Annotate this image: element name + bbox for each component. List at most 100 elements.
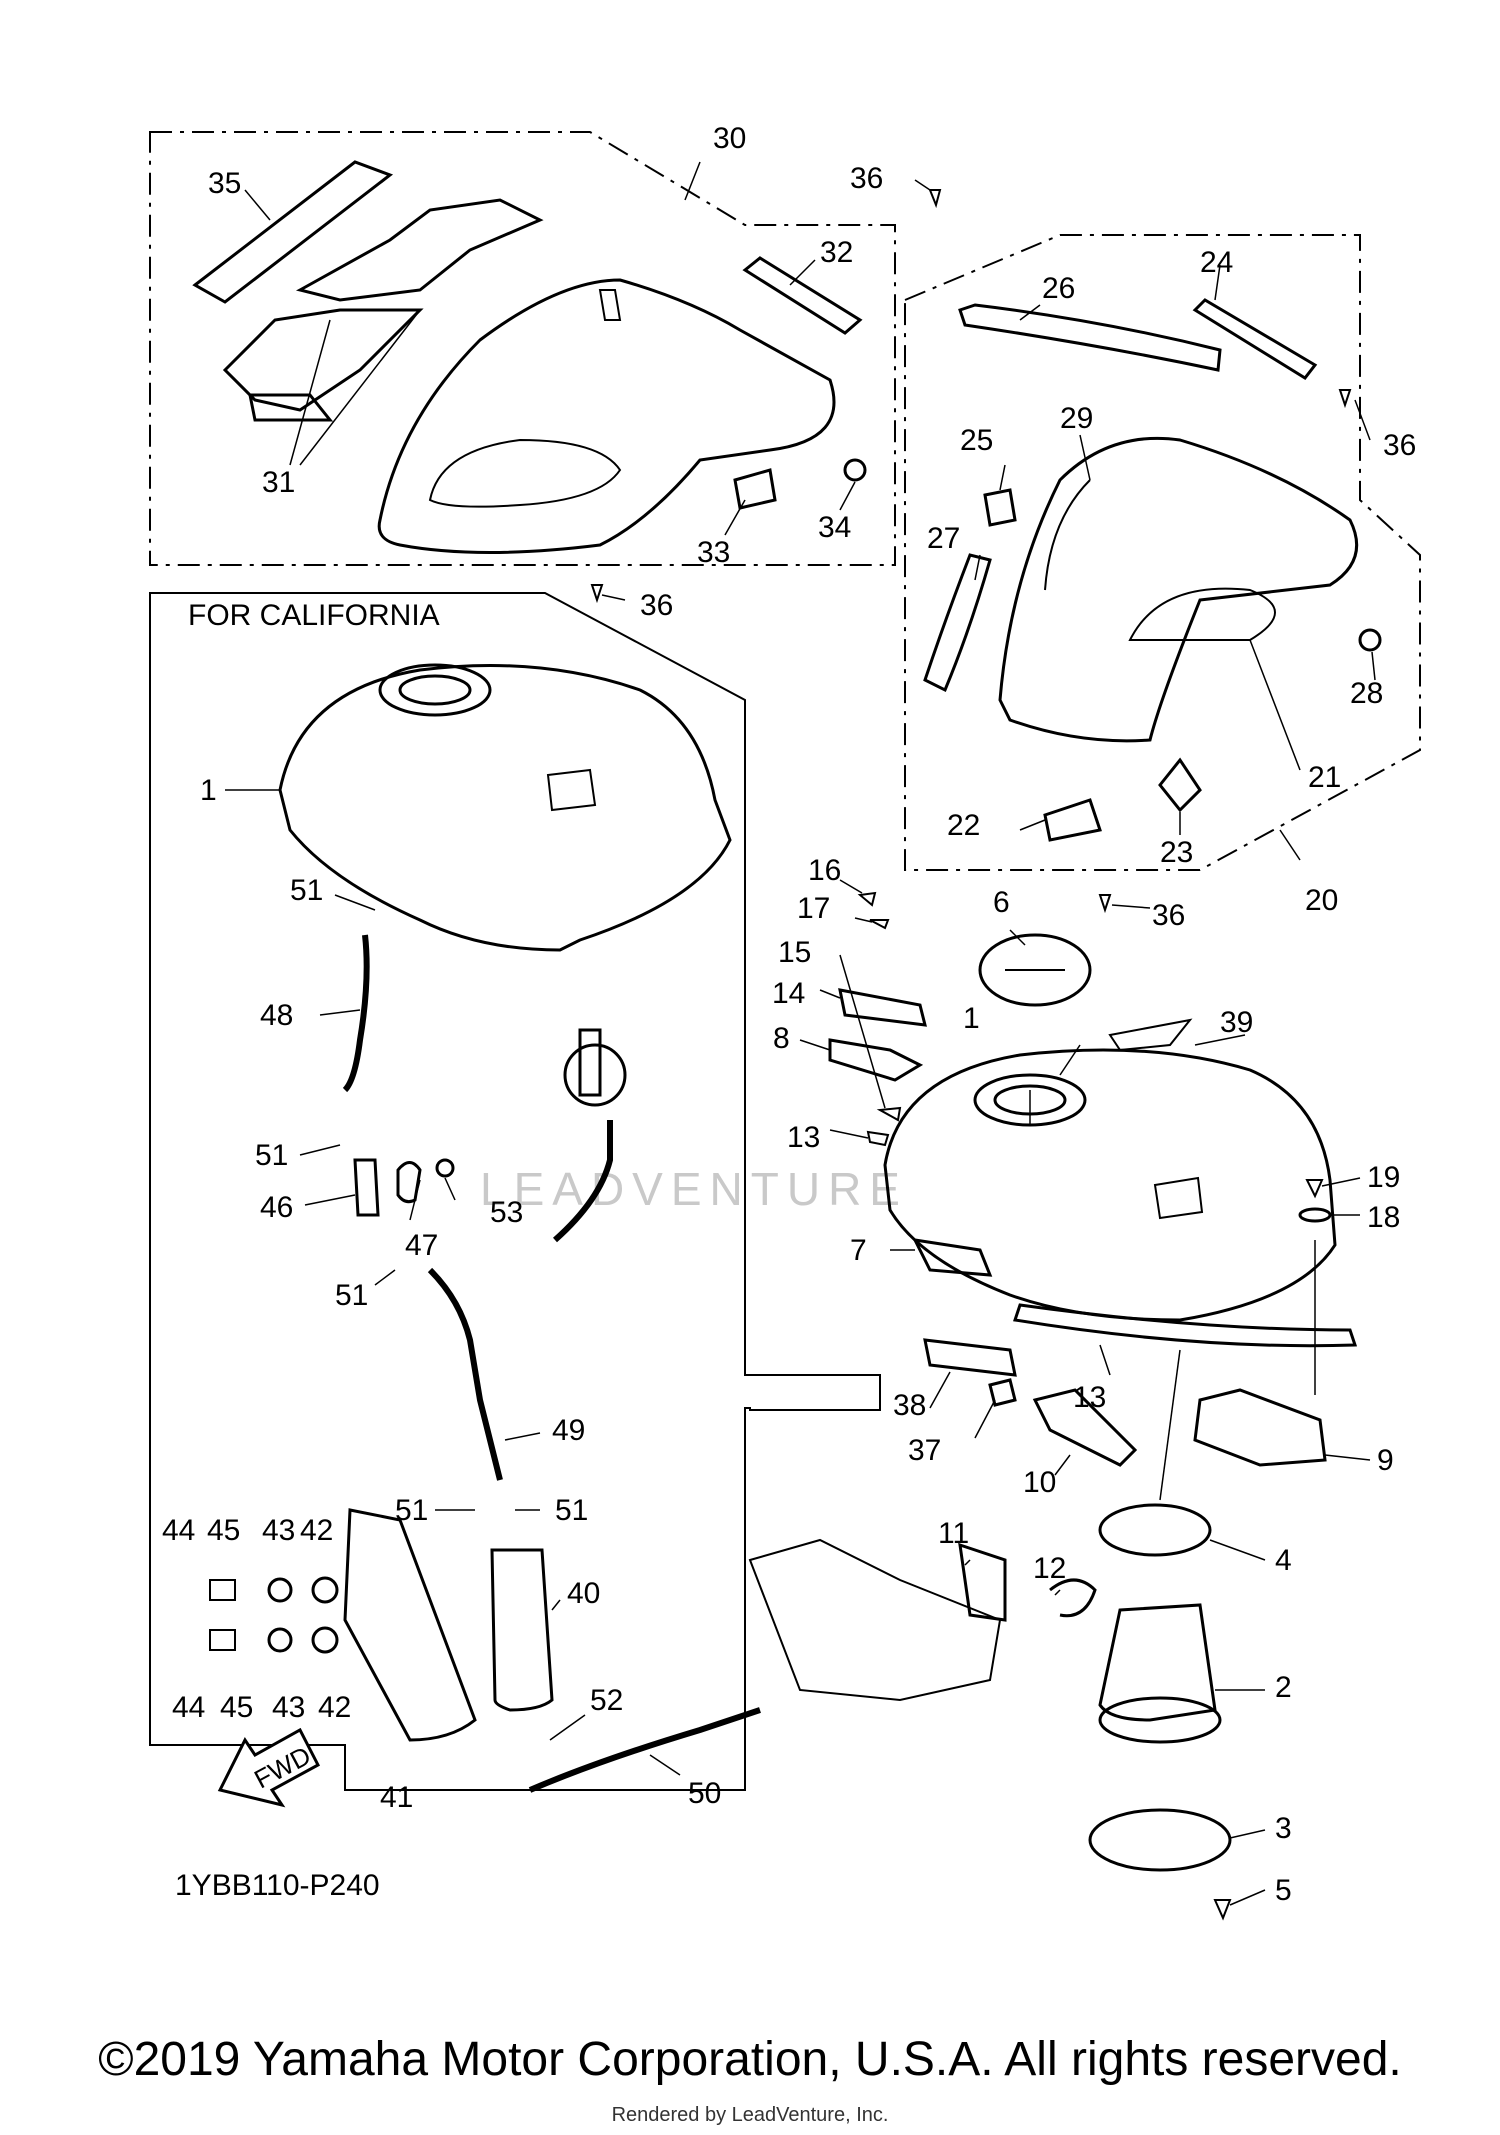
part-6-fuel-cap: [978, 933, 1092, 1007]
callout-34: 34: [818, 511, 851, 544]
part-28-grommet: [1358, 628, 1382, 652]
part-33-pad: [733, 468, 777, 510]
callout-31: 31: [262, 466, 295, 499]
callout-33: 33: [697, 536, 730, 569]
part-35-strip: [192, 160, 394, 304]
part-34-grommet: [843, 458, 867, 482]
throttle-body: [578, 1028, 602, 1097]
part-16-bolt: [857, 891, 877, 907]
california-box: [149, 592, 881, 1791]
part-48-hose: [342, 934, 370, 1093]
part-13-clip: [866, 1130, 890, 1147]
part-40-fuel-filter: [490, 1548, 554, 1712]
part-44-bolt-lower: [209, 1629, 236, 1651]
part-8-bracket: [828, 1038, 924, 1082]
callout-20: 20: [1305, 884, 1338, 917]
callout-7: 7: [850, 1234, 867, 1267]
callout-41: 41: [380, 1781, 413, 1814]
cover-20-leader-lines: [974, 264, 1376, 909]
part-53-screw: [435, 1158, 455, 1178]
cover-30-assembly: [192, 160, 942, 604]
cover-30-group-box: [149, 131, 896, 566]
part-22-pad: [1043, 798, 1102, 842]
part-49-hose: [427, 1267, 503, 1481]
callout-15: 15: [778, 936, 811, 969]
callout-22: 22: [947, 809, 980, 842]
california-leader-lines: [225, 789, 681, 1776]
callout-43-a: 43: [262, 1514, 295, 1547]
callout-10: 10: [1023, 1466, 1056, 1499]
callout-43-b: 43: [272, 1691, 305, 1724]
callout-49: 49: [552, 1414, 585, 1447]
part-15-washer: [876, 1106, 902, 1122]
callout-5: 5: [1275, 1874, 1292, 1907]
callout-51-a: 51: [290, 874, 323, 907]
callout-50: 50: [688, 1777, 721, 1810]
fwd-arrow-icon: [217, 1727, 321, 1808]
callout-9: 9: [1377, 1444, 1394, 1477]
part-41-bracket: [343, 1508, 477, 1742]
part-39-decal: [1108, 1018, 1193, 1052]
callout-35: 35: [208, 167, 241, 200]
callout-19: 19: [1367, 1161, 1400, 1194]
part-12-clip: [1049, 1578, 1097, 1618]
callout-48: 48: [260, 999, 293, 1032]
callout-17: 17: [797, 892, 830, 925]
part-3-plate: [1088, 1808, 1232, 1872]
callout-29: 29: [1060, 402, 1093, 435]
part-38-pad: [923, 1338, 1017, 1377]
callout-39: 39: [1220, 1006, 1253, 1039]
california-assembly: [209, 663, 761, 1793]
part-5-bolt: [1213, 1899, 1232, 1921]
callout-13-b: 13: [1073, 1381, 1106, 1414]
callout-45-b: 45: [220, 1691, 253, 1724]
throttle-body-bore: [563, 1043, 627, 1107]
part-26-strip: [958, 303, 1222, 372]
part-25-pad: [983, 488, 1017, 527]
callout-46: 46: [260, 1191, 293, 1224]
callout-21: 21: [1308, 761, 1341, 794]
callout-37: 37: [908, 1434, 941, 1467]
main-tank-leader-lines: [799, 879, 1371, 1906]
callout-42-a: 42: [300, 1514, 333, 1547]
callout-36: 36: [850, 162, 883, 195]
part-36-screw-bottom: [1098, 894, 1112, 914]
part-46-valve: [353, 1158, 380, 1217]
part-18-washer: [1298, 1207, 1332, 1223]
part-11-bracket: [958, 1542, 1007, 1622]
callout-8: 8: [773, 1022, 790, 1055]
callout-30: 30: [713, 122, 746, 155]
part-31-decal-upper: [295, 198, 544, 302]
watermark: LEADVENTURE: [480, 1163, 908, 1215]
callout-40: 40: [567, 1577, 600, 1610]
part-1-tank: [883, 1048, 1337, 1322]
part-2-fuel-pump: [1098, 1603, 1217, 1722]
callout-53: 53: [490, 1196, 523, 1229]
callout-16: 16: [808, 854, 841, 887]
callout-1-california: 1: [200, 774, 217, 807]
group-boxes: [149, 131, 1421, 871]
callout-6: 6: [993, 886, 1010, 919]
frame-outline: [748, 1538, 1002, 1702]
callout-32: 32: [820, 236, 853, 269]
callout-27: 27: [927, 522, 960, 555]
callout-25: 25: [960, 424, 993, 457]
fwd-arrow: FWD: [217, 1727, 321, 1808]
part-30-cover: [377, 278, 836, 554]
callout-18: 18: [1367, 1201, 1400, 1234]
part-19-bolt: [1305, 1179, 1324, 1199]
callout-24: 24: [1200, 246, 1233, 279]
callout-52: 52: [590, 1684, 623, 1717]
part-32-strip: [742, 256, 863, 335]
callout-23: 23: [1160, 836, 1193, 869]
callout-44-a: 44: [162, 1514, 195, 1547]
part-17-washer: [869, 919, 890, 930]
part-44-bolt-upper: [209, 1579, 236, 1601]
part-14-bracket: [838, 988, 927, 1027]
part-42-damper-upper: [311, 1576, 339, 1604]
part-20-cover: [998, 436, 1359, 743]
part-13-strip: [1013, 1303, 1358, 1348]
part-7-bracket: [912, 1238, 993, 1277]
part-36-screw-top: [928, 189, 942, 209]
